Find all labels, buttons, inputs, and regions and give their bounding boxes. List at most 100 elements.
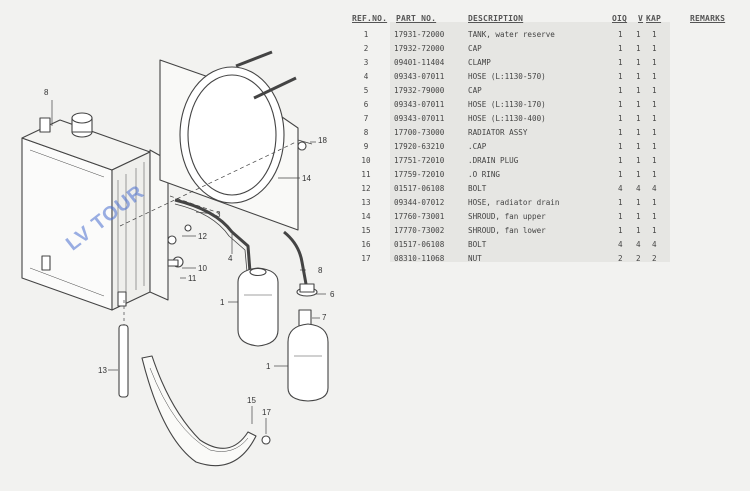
part-no-cell: 17751-72010 bbox=[394, 156, 445, 165]
header-qty-3: KAP bbox=[646, 14, 662, 23]
callout-14: 14 bbox=[302, 174, 311, 183]
description-cell: CLAMP bbox=[468, 58, 491, 67]
table-row: 2 17932-72000 CAP 1 1 1 bbox=[348, 44, 748, 56]
qty-1-cell: 1 bbox=[618, 198, 623, 207]
description-cell: HOSE (L:1130-400) bbox=[468, 114, 546, 123]
part-no-cell: 17770-73002 bbox=[394, 226, 445, 235]
reserve-tank-lower-drawing bbox=[287, 309, 329, 402]
header-qty-1: OIQ bbox=[612, 14, 628, 23]
description-cell: BOLT bbox=[468, 240, 487, 249]
ref-no-cell: 7 bbox=[363, 114, 369, 123]
ref-no-cell: 2 bbox=[363, 44, 369, 53]
table-shading bbox=[390, 22, 670, 262]
radiator-assy-drawing bbox=[21, 112, 169, 311]
header-qty-2: V bbox=[638, 14, 644, 23]
qty-1-cell: 1 bbox=[618, 226, 623, 235]
qty-1-cell: 1 bbox=[618, 170, 623, 179]
upper-shroud-drawing bbox=[159, 50, 313, 231]
qty-2-cell: 1 bbox=[636, 114, 641, 123]
callout-18: 18 bbox=[318, 136, 327, 145]
description-cell: RADIATOR ASSY bbox=[468, 128, 528, 137]
part-no-cell: 17759-72010 bbox=[394, 170, 445, 179]
qty-1-cell: 1 bbox=[618, 114, 623, 123]
qty-1-cell: 1 bbox=[618, 58, 623, 67]
table-row: 5 17932-79000 CAP 1 1 1 bbox=[348, 86, 748, 98]
description-cell: HOSE (L:1130-570) bbox=[468, 72, 546, 81]
header-description: DESCRIPTION bbox=[468, 14, 524, 23]
ref-no-cell: 4 bbox=[363, 72, 369, 81]
ref-no-cell: 6 bbox=[363, 100, 369, 109]
qty-1-cell: 1 bbox=[618, 212, 623, 221]
callout-5: 6 bbox=[330, 290, 335, 299]
qty-1-cell: 1 bbox=[618, 72, 623, 81]
ref-no-cell: 5 bbox=[363, 86, 369, 95]
part-no-cell: 09343-07011 bbox=[394, 114, 445, 123]
description-cell: HOSE, radiator drain bbox=[468, 198, 560, 207]
qty-3-cell: 1 bbox=[652, 72, 657, 81]
callout-8: 8 bbox=[44, 88, 49, 97]
part-no-cell: 09401-11404 bbox=[394, 58, 445, 67]
ref-no-cell: 12 bbox=[361, 184, 371, 193]
ref-no-cell: 17 bbox=[361, 254, 371, 263]
qty-1-cell: 4 bbox=[618, 240, 623, 249]
table-row: 6 09343-07011 HOSE (L:1130-170) 1 1 1 bbox=[348, 100, 748, 112]
callout-12: 12 bbox=[198, 232, 207, 241]
part-no-cell: 17932-72000 bbox=[394, 44, 445, 53]
part-no-cell: 17931-72000 bbox=[394, 30, 445, 39]
callout-15: 15 bbox=[247, 396, 256, 405]
header-part-no: PART NO. bbox=[396, 14, 437, 23]
drain-hose-drawing bbox=[118, 324, 129, 398]
header-ref-no: REF.NO. bbox=[352, 14, 388, 23]
part-no-cell: 01517-06108 bbox=[394, 184, 445, 193]
qty-2-cell: 4 bbox=[636, 184, 641, 193]
qty-2-cell: 1 bbox=[636, 86, 641, 95]
description-cell: NUT bbox=[468, 254, 482, 263]
ref-no-cell: 10 bbox=[361, 156, 371, 165]
table-row: 13 09344-07012 HOSE, radiator drain 1 1 … bbox=[348, 198, 748, 210]
qty-1-cell: 1 bbox=[618, 156, 623, 165]
ref-no-cell: 15 bbox=[361, 226, 371, 235]
callout-1-upper: 1 bbox=[220, 298, 225, 307]
qty-2-cell: 1 bbox=[636, 156, 641, 165]
ref-no-cell: 3 bbox=[363, 58, 369, 67]
qty-3-cell: 1 bbox=[652, 198, 657, 207]
part-no-cell: 01517-06108 bbox=[394, 240, 445, 249]
qty-3-cell: 1 bbox=[652, 114, 657, 123]
part-no-cell: 09343-07011 bbox=[394, 72, 445, 81]
description-cell: .CAP bbox=[468, 142, 487, 151]
qty-3-cell: 1 bbox=[652, 100, 657, 109]
table-row: 8 17700-73000 RADIATOR ASSY 1 1 1 bbox=[348, 128, 748, 140]
hose-4-drawing bbox=[174, 198, 252, 273]
qty-3-cell: 1 bbox=[652, 212, 657, 221]
qty-2-cell: 1 bbox=[636, 170, 641, 179]
ref-no-cell: 11 bbox=[361, 170, 371, 179]
hose-7-drawing bbox=[283, 230, 308, 285]
qty-3-cell: 1 bbox=[652, 142, 657, 151]
qty-2-cell: 1 bbox=[636, 72, 641, 81]
qty-3-cell: 1 bbox=[652, 226, 657, 235]
qty-3-cell: 4 bbox=[652, 184, 657, 193]
ref-no-cell: 1 bbox=[363, 30, 369, 39]
qty-1-cell: 1 bbox=[618, 128, 623, 137]
ref-no-cell: 16 bbox=[361, 240, 371, 249]
qty-3-cell: 1 bbox=[652, 86, 657, 95]
qty-1-cell: 1 bbox=[618, 30, 623, 39]
table-row: 17 08310-11068 NUT 2 2 2 bbox=[348, 254, 748, 266]
qty-2-cell: 1 bbox=[636, 128, 641, 137]
table-row: 16 01517-06108 BOLT 4 4 4 bbox=[348, 240, 748, 252]
description-cell: BOLT bbox=[468, 184, 487, 193]
qty-1-cell: 2 bbox=[618, 254, 623, 263]
table-row: 4 09343-07011 HOSE (L:1130-570) 1 1 1 bbox=[348, 72, 748, 84]
qty-3-cell: 2 bbox=[652, 254, 657, 263]
qty-2-cell: 1 bbox=[636, 142, 641, 151]
qty-3-cell: 1 bbox=[652, 58, 657, 67]
table-row: 12 01517-06108 BOLT 4 4 4 bbox=[348, 184, 748, 196]
qty-2-cell: 4 bbox=[636, 240, 641, 249]
table-row: 14 17760-73001 SHROUD, fan upper 1 1 1 bbox=[348, 212, 748, 224]
qty-2-cell: 1 bbox=[636, 198, 641, 207]
table-row: 7 09343-07011 HOSE (L:1130-400) 1 1 1 bbox=[348, 114, 748, 126]
part-no-cell: 09344-07012 bbox=[394, 198, 445, 207]
qty-3-cell: 1 bbox=[652, 156, 657, 165]
description-cell: HOSE (L:1130-170) bbox=[468, 100, 546, 109]
table-row: 3 09401-11404 CLAMP 1 1 1 bbox=[348, 58, 748, 70]
